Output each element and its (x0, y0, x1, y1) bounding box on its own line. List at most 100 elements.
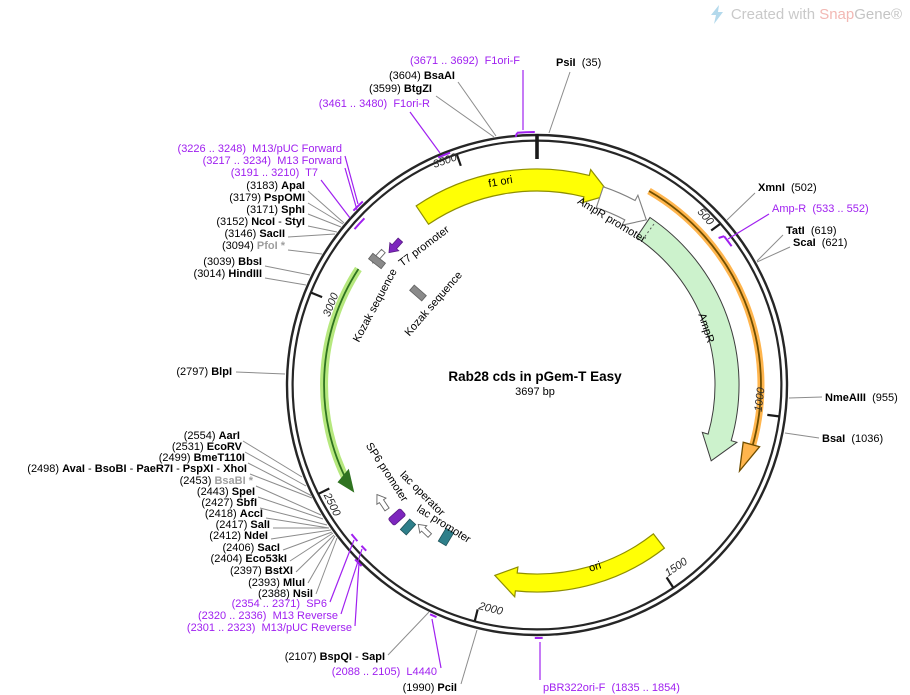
nmeaiii-label[interactable]: NmeAIII (955) (825, 392, 898, 404)
bsai-pointer-line (784, 432, 820, 439)
kozak-box-2[interactable] (409, 284, 427, 302)
bsabi-pointer-line (255, 485, 322, 516)
m13-rev-label[interactable]: (2320 .. 2336) M13 Reverse (198, 610, 338, 622)
l4440-label[interactable]: (2088 .. 2105) L4440 (332, 666, 437, 678)
feature-ampr[interactable] (635, 216, 740, 462)
tick-label-3500: 3500 (431, 151, 459, 171)
m13puc-rev-pointer-line (354, 562, 360, 627)
scai-label[interactable]: ScaI (621) (793, 237, 847, 249)
aari-label[interactable]: (2554) AarI (184, 430, 240, 442)
sbfi-pointer-line (259, 507, 328, 526)
avai-multi-label[interactable]: (2498) AvaI - BsoBI - PaeR7I - PspXI - X… (27, 463, 247, 475)
snapgene-watermark: Created with SnapGene® (710, 5, 902, 24)
nsii-pointer-line (315, 537, 338, 595)
m13puc-fwd-label[interactable]: (3226 .. 3248) M13/pUC Forward (178, 143, 342, 155)
lac-operator-box[interactable] (388, 508, 406, 526)
bbsi-pointer-line (264, 265, 311, 276)
amp-r-primer-label[interactable]: Amp-R (533 .. 552) (772, 203, 869, 215)
f1ori-f-label[interactable]: (3671 .. 3692) F1ori-F (410, 55, 520, 67)
hindiii-label[interactable]: (3014) HindIII (194, 268, 262, 280)
m13-fwd-pointer-line (344, 167, 358, 211)
feature-ori[interactable] (493, 533, 666, 599)
sp6-primer-pointer-line (329, 539, 355, 603)
m13-forward-tick-outer (352, 200, 364, 212)
saci-label[interactable]: (2406) SacI (223, 542, 281, 554)
apai-label[interactable]: (3183) ApaI (246, 180, 305, 192)
pbr322ori-f-label[interactable]: pBR322ori-F (1835 .. 1854) (543, 682, 680, 694)
lac-promoter-white-arrow[interactable] (415, 521, 433, 539)
feature-label-f1-ori[interactable]: f1 ori (487, 174, 513, 190)
nsii-label[interactable]: (2388) NsiI (258, 588, 313, 600)
feature-label-kozak-1[interactable]: Kozak sequence (351, 267, 400, 344)
blpi-label[interactable]: (2797) BlpI (176, 366, 232, 378)
tick-1500 (665, 576, 675, 589)
l4440-pointer-line (431, 618, 442, 669)
btgzi-label[interactable]: (3599) BtgZI (369, 83, 432, 95)
avai-multi-pointer-line (249, 473, 313, 499)
ndei-label[interactable]: (2412) NdeI (209, 530, 268, 542)
sp6-promoter-white-arrow[interactable] (372, 491, 391, 512)
m13-fwd-label[interactable]: (3217 .. 3234) M13 Forward (203, 155, 342, 167)
spei-label[interactable]: (2443) SpeI (197, 486, 255, 498)
m13puc-fwd-pointer-line (344, 155, 359, 205)
bsai-label[interactable]: BsaI (1036) (822, 433, 883, 445)
lac-promoter-box-2[interactable] (437, 527, 455, 547)
tati-pointer-line (756, 234, 784, 262)
bmet110i-label[interactable]: (2499) BmeT110I (159, 452, 245, 464)
feature-label-t7-promoter[interactable]: T7 promoter (397, 224, 452, 270)
acci-label[interactable]: (2418) AccI (205, 508, 263, 520)
xmni-pointer-line (726, 192, 756, 221)
watermark-created-with: Created with (730, 6, 820, 23)
bsabi-label[interactable]: (2453) BsaBI * (180, 475, 254, 487)
sbfi-label[interactable]: (2427) SbfI (201, 497, 257, 509)
pfoi-label[interactable]: (3094) PfoI * (222, 240, 286, 252)
psii-pointer-line (548, 71, 571, 134)
tick-label-1500: 1500 (663, 555, 691, 579)
sphi-label[interactable]: (3171) SphI (246, 204, 305, 216)
lac-promoter-box-1[interactable] (399, 518, 417, 536)
eco53ki-pointer-line (289, 532, 334, 562)
snapgene-bolt-icon (710, 5, 723, 24)
bspqi-sapi-label[interactable]: (2107) BspQI - SapI (285, 651, 385, 663)
f1ori-r-label[interactable]: (3461 .. 3480) F1ori-R (319, 98, 430, 110)
kozak-box-1[interactable] (367, 252, 387, 270)
psii-label[interactable]: PsiI (35) (556, 57, 601, 69)
tick-3000 (310, 291, 323, 299)
t7-promoter-purple-arrow[interactable] (385, 236, 405, 257)
sali-label[interactable]: (2417) SalI (216, 519, 270, 531)
feature-label-kozak-2[interactable]: Kozak sequence (403, 269, 465, 338)
pcii-label[interactable]: (1990) PciI (403, 682, 457, 694)
aari-pointer-line (242, 440, 303, 478)
f1ori-r-tick (437, 151, 451, 159)
amp-r-tick (718, 235, 733, 247)
t7-primer-label[interactable]: (3191 .. 3210) T7 (231, 167, 318, 179)
bstxi-label[interactable]: (2397) BstXI (230, 565, 293, 577)
bsaai-label[interactable]: (3604) BsaAI (389, 70, 455, 82)
plasmid-size: 3697 bp (515, 386, 555, 398)
sacii-label[interactable]: (3146) SacII (224, 228, 285, 240)
bsaai-pointer-line (457, 81, 497, 137)
mlui-pointer-line (307, 535, 336, 584)
pspomi-label[interactable]: (3179) PspOMI (229, 192, 305, 204)
tati-label[interactable]: TatI (619) (786, 225, 837, 237)
bstxi-pointer-line (295, 534, 335, 573)
backbone-outer-ring (285, 133, 789, 637)
ecorv-label[interactable]: (2531) EcoRV (172, 441, 243, 453)
sp6-primer-label[interactable]: (2354 .. 2371) SP6 (232, 598, 327, 610)
sphi-pointer-line (307, 213, 342, 228)
bbsi-label[interactable]: (3039) BbsI (203, 256, 262, 268)
mlui-label[interactable]: (2393) MluI (248, 577, 305, 589)
l4440-tick (429, 613, 437, 619)
eco53ki-label[interactable]: (2404) Eco53kI (211, 553, 287, 565)
m13-forward-tick-inner (353, 217, 366, 230)
amp-r-primer-pointer-line (727, 213, 770, 240)
ampr-start-hatch (641, 222, 656, 241)
xmni-label[interactable]: XmnI (502) (758, 182, 817, 194)
feature-f1-ori[interactable] (415, 168, 612, 226)
feature-label-ori[interactable]: ori (588, 560, 603, 575)
feature-ampr-promoter[interactable] (595, 186, 648, 226)
ncoi-styi-label[interactable]: (3152) NcoI - StyI (216, 216, 305, 228)
m13puc-rev-label[interactable]: (2301 .. 2323) M13/pUC Reverse (187, 622, 352, 634)
